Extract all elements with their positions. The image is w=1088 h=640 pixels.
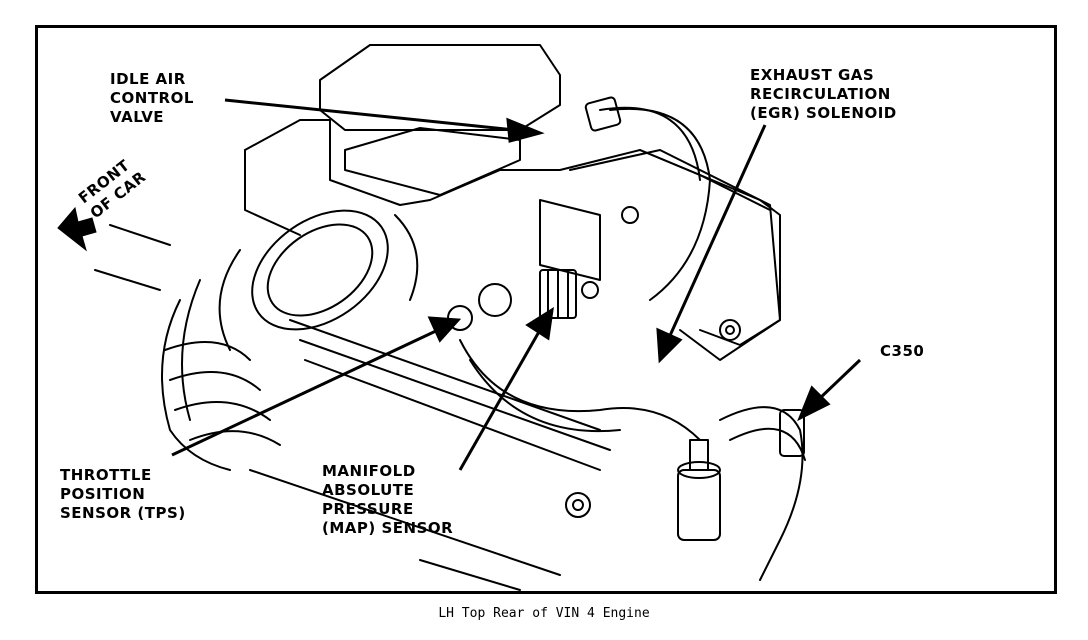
plenum-cover <box>319 44 561 131</box>
map-sensor-label: MANIFOLD ABSOLUTE PRESSURE (MAP) SENSOR <box>322 462 454 537</box>
egr-solenoid-label: EXHAUST GAS RECIRCULATION (EGR) SOLENOID <box>750 66 897 122</box>
front-of-car-arrow <box>57 206 97 252</box>
tps-arrowhead <box>427 316 462 343</box>
diagram-frame <box>35 25 1057 594</box>
map-arrowhead <box>525 307 554 341</box>
harness-wire <box>609 107 711 301</box>
tps-label: THROTTLE POSITION SENSOR (TPS) <box>60 466 186 522</box>
c350-connector <box>779 409 805 457</box>
c350-label: C350 <box>880 342 925 360</box>
egr-arrowhead <box>656 327 683 364</box>
figure-caption: LH Top Rear of VIN 4 Engine <box>438 606 650 621</box>
valve-cover <box>569 149 781 346</box>
plenum-body <box>244 119 781 361</box>
harness-wire-2 <box>459 339 701 441</box>
throttle-cover <box>344 127 521 196</box>
idle-air-arrowhead <box>506 117 545 143</box>
intake-tube-end <box>251 209 389 331</box>
air-hose <box>161 299 231 471</box>
egr-connector <box>584 96 622 132</box>
egr-solenoid-body <box>677 469 721 541</box>
c350-wire <box>719 406 804 581</box>
c350-arrowhead <box>797 385 831 422</box>
idle-air-control-valve-label: IDLE AIR CONTROL VALVE <box>110 70 194 126</box>
